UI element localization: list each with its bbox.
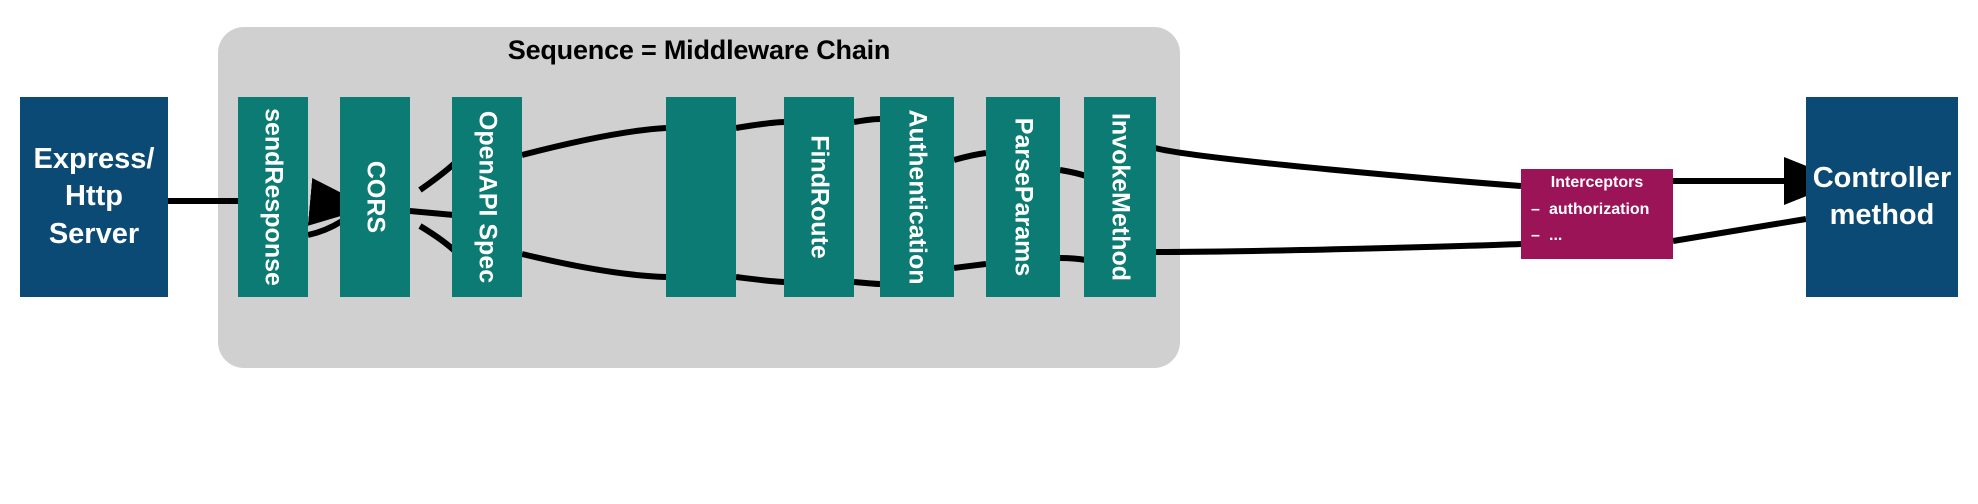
wire-invoke-to-interceptors-lower: [1154, 241, 1522, 255]
middleware-parseparams[interactable]: ParseParams: [986, 97, 1060, 297]
controller-line-1: Controller: [1812, 161, 1952, 194]
middleware-label: CORS: [361, 160, 390, 234]
middleware-cors[interactable]: CORS: [340, 97, 410, 297]
middleware-label: InvokeMethod: [1106, 112, 1135, 282]
middleware-openapi-spec[interactable]: OpenAPI Spec: [452, 97, 522, 297]
middleware-authentication[interactable]: Authentication: [880, 97, 954, 297]
middleware-sendresponse[interactable]: sendResponse: [238, 97, 308, 297]
middleware-label: sendResponse: [259, 108, 288, 286]
middleware-label: FindRoute: [805, 135, 834, 259]
bullet-dash: –: [1531, 201, 1540, 218]
interceptors-box[interactable]: Interceptors –authorization –...: [1521, 169, 1673, 259]
bullet-dash: –: [1531, 227, 1540, 244]
express-line-2: Http: [65, 180, 123, 213]
middleware-label: Authentication: [903, 109, 932, 285]
wire-invoke-to-interceptors-upper: [1154, 145, 1522, 189]
interceptor-list-item: –...: [1531, 227, 1562, 245]
controller-line-2: method: [1829, 199, 1935, 231]
middleware-findroute[interactable]: FindRoute: [784, 97, 854, 297]
interceptor-label: ...: [1549, 227, 1563, 244]
wire-controller-to-interceptors: [1672, 216, 1807, 244]
interceptors-title: Interceptors: [1550, 174, 1644, 191]
interceptor-list-item: –authorization: [1531, 201, 1649, 219]
express-line-3: Server: [48, 217, 140, 250]
middleware-unlabeled[interactable]: [666, 97, 736, 297]
middleware-invokemethod[interactable]: InvokeMethod: [1084, 97, 1156, 297]
express-line-1: Express/: [33, 143, 155, 176]
interceptor-label: authorization: [1549, 201, 1650, 218]
express-http-server-box[interactable]: Express/ Http Server: [20, 97, 168, 297]
middleware-label: ParseParams: [1009, 117, 1038, 277]
middleware-label: OpenAPI Spec: [473, 110, 502, 284]
controller-method-box[interactable]: Controller method: [1806, 97, 1958, 297]
sequence-title: Sequence = Middleware Chain: [507, 35, 891, 65]
